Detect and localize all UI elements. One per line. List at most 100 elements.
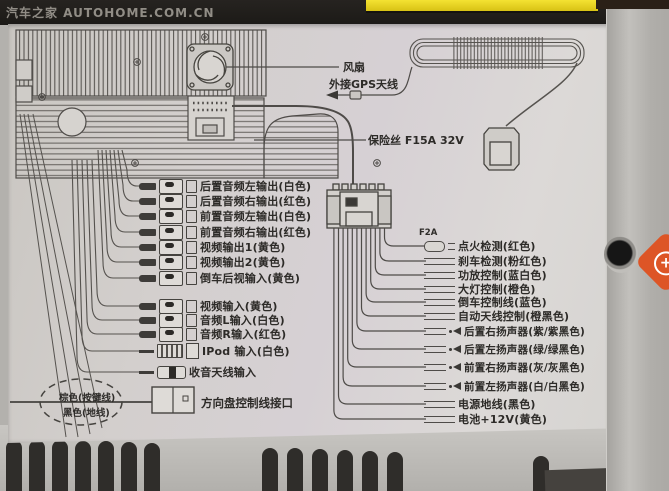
jack-icon: [186, 194, 197, 208]
connector-label: IPod 输入(白色): [202, 345, 290, 358]
connector-row: 倒车后视输入(黄色): [139, 270, 300, 286]
jack-icon: [186, 255, 197, 269]
connector-label: 视频输入(黄色): [200, 300, 278, 313]
usb-shell-icon: [186, 343, 199, 359]
connector-row: 前置音频右输出(红色): [139, 224, 311, 240]
jack-icon: [186, 327, 197, 341]
top-right-dark-patch: [596, 0, 669, 9]
connector-label: 前置音频左输出(白色): [200, 210, 312, 223]
wire-stub: [424, 415, 455, 423]
watermark-text: 汽车之家 AUTOHOME.COM.CN: [6, 6, 215, 20]
connector-row: 收音天线输入: [139, 364, 256, 380]
vent-slot: [144, 443, 160, 491]
inline-fuse-label: F2A: [419, 228, 438, 238]
wire-stub: [448, 242, 455, 250]
vent-slot: [75, 441, 91, 491]
wire-stub: [424, 400, 455, 408]
jack-icon: [186, 240, 197, 254]
wire-row: 点火检测(红色): [424, 238, 536, 254]
wire-stub: [424, 382, 446, 390]
wire-row: 刹车检测(粉红色): [424, 253, 547, 269]
wire-label: 前置右扬声器(灰/灰黑色): [464, 361, 586, 374]
jack-icon: [186, 271, 197, 285]
vent-slot: [121, 442, 137, 491]
wire-label: 刹车检测(粉红色): [458, 255, 547, 268]
cable-icon: [139, 316, 156, 324]
rca-plug-icon: [159, 208, 183, 224]
vent-slot: [362, 451, 378, 491]
jack-icon: [186, 313, 197, 327]
rca-plug-icon: [159, 270, 183, 286]
vent-slot: [52, 440, 68, 491]
cable-icon: [139, 228, 156, 236]
wire-label: 自动天线控制(橙黑色): [458, 310, 570, 323]
cable-icon: [139, 349, 154, 353]
wire-row: 功放控制(蓝白色): [424, 267, 547, 283]
fan-label: 风扇: [343, 61, 365, 74]
gps-antenna-label: 外接GPS天线: [329, 78, 399, 91]
connector-label: 音频L输入(白色): [200, 314, 285, 327]
connector-row: 后置音频右输出(红色): [139, 193, 311, 209]
wire-label: 倒车控制线(蓝色): [458, 296, 547, 309]
wire-stub: [424, 285, 455, 293]
rca-plug-icon: [159, 224, 183, 240]
wire-row: 大灯控制(橙色): [424, 281, 536, 297]
wire-label: 大灯控制(橙色): [458, 283, 536, 296]
wire-label: 电源地线(黑色): [458, 398, 536, 411]
vent-slot: [262, 448, 278, 491]
connector-label: 视频输出2(黄色): [200, 256, 286, 269]
wire-note-black: 黑色(地线): [63, 408, 110, 419]
wire-label: 功放控制(蓝白色): [458, 269, 547, 282]
rca-plug-icon: [159, 239, 183, 255]
wire-row: 电源地线(黑色): [424, 396, 536, 412]
vent-slot: [6, 440, 22, 491]
vent-slot: [98, 441, 114, 491]
cable-icon: [139, 258, 156, 266]
speaker-icon: [449, 382, 461, 390]
wire-note-brown: 棕色(按键线): [59, 393, 116, 404]
speaker-icon: [449, 363, 461, 371]
fuse-label: 保险丝 F15A 32V: [368, 134, 464, 147]
jack-icon: [186, 209, 197, 223]
wire-label: 后置右扬声器(紫/紫黑色): [464, 325, 586, 338]
wire-row: 自动天线控制(橙黑色): [424, 308, 569, 324]
connector-row: 音频L输入(白色): [139, 312, 285, 328]
jack-icon: [186, 179, 197, 193]
fuse-icon: [424, 240, 445, 252]
wire-stub: [424, 298, 455, 306]
vent-slot: [287, 448, 303, 491]
speaker-icon: [449, 327, 461, 335]
cable-icon: [139, 370, 154, 374]
steering-label: 方向盘控制线接口: [201, 396, 293, 410]
connector-row: 前置音频左输出(白色): [139, 208, 311, 224]
wire-row: 倒车控制线(蓝色): [424, 294, 547, 310]
cable-icon: [139, 302, 156, 310]
yellow-warning-label-strip: [366, 0, 598, 13]
cable-icon: [139, 274, 156, 282]
connector-row: 音频R输入(红色): [139, 326, 286, 342]
cable-icon: [139, 182, 156, 190]
wire-stub: [424, 312, 455, 320]
rca-plug-icon: [159, 326, 183, 342]
rca-plug-icon: [159, 178, 183, 194]
connector-label: 后置音频右输出(红色): [200, 195, 312, 208]
speaker-icon: [449, 345, 461, 353]
connector-row: 视频输出2(黄色): [139, 254, 286, 270]
connector-row: 视频输出1(黄色): [139, 239, 286, 255]
connector-row: 视频输入(黄色): [139, 298, 278, 314]
rca-plug-icon: [159, 193, 183, 209]
rca-plug-icon: [159, 254, 183, 270]
cable-icon: [139, 197, 156, 205]
plus-icon: +: [654, 251, 669, 276]
wire-stub: [424, 257, 455, 265]
wire-label: 点火检测(红色): [458, 240, 536, 253]
connector-label: 后置音频左输出(白色): [200, 180, 312, 193]
antenna-plug-icon: [157, 365, 186, 379]
wire-stub: [424, 345, 446, 353]
vent-slot: [387, 452, 403, 491]
connector-label: 收音天线输入: [189, 366, 257, 379]
wire-stub: [424, 363, 446, 371]
wire-stub: [424, 327, 446, 335]
connector-label: 视频输出1(黄色): [200, 241, 286, 254]
